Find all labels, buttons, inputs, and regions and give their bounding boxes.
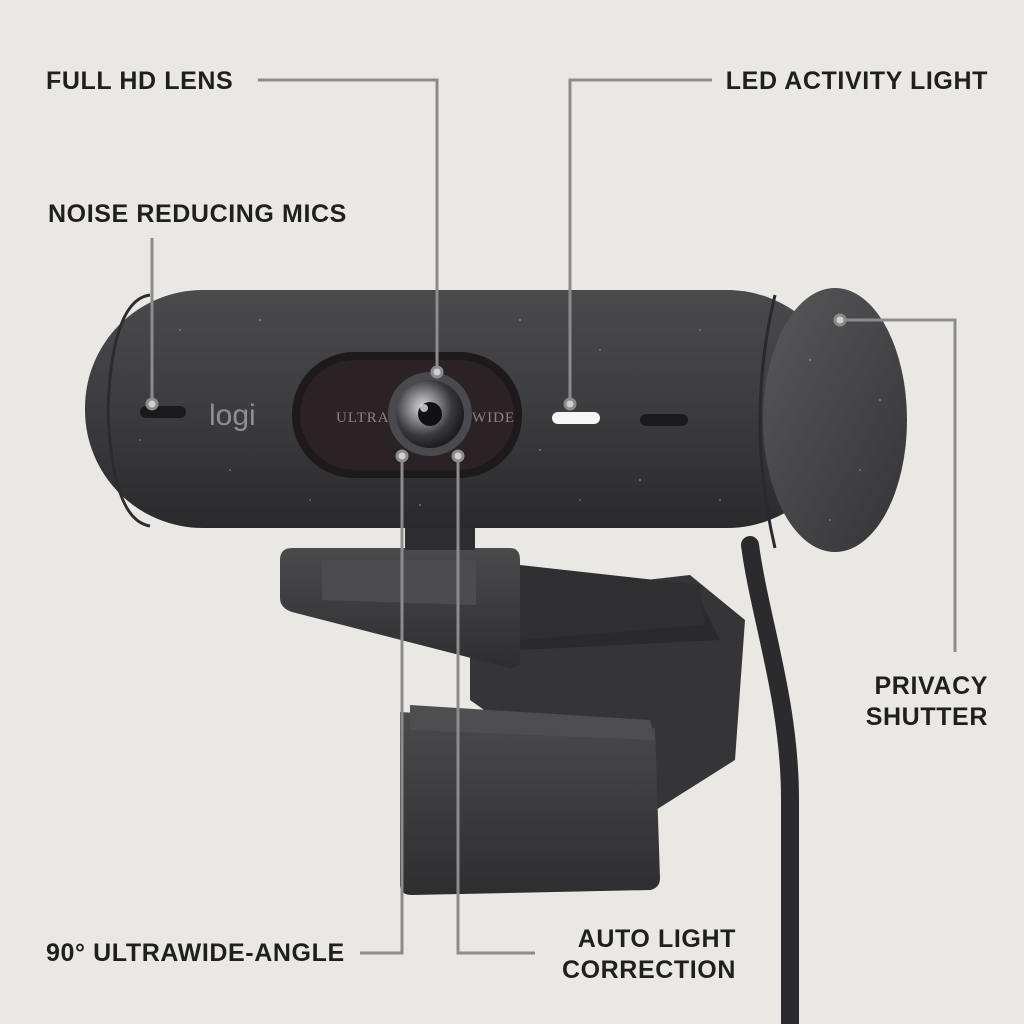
privacy-shutter-cap bbox=[763, 288, 907, 552]
leader-lines bbox=[145, 78, 957, 955]
usb-cable bbox=[741, 536, 799, 1024]
leader-ultrawide bbox=[360, 456, 404, 955]
callout-privacy-shutter-line1: PRIVACY bbox=[874, 672, 988, 700]
callout-privacy-shutter: PRIVACY SHUTTER bbox=[866, 671, 988, 733]
callout-auto-light-line2: CORRECTION bbox=[561, 956, 736, 984]
callout-privacy-shutter-line2: SHUTTER bbox=[865, 703, 988, 731]
mounting-clip bbox=[280, 548, 745, 895]
right-mic-slot bbox=[640, 414, 688, 426]
logi-logo: logi bbox=[209, 399, 256, 432]
callout-full-hd-lens: FULL HD LENS bbox=[46, 67, 234, 95]
lens-text-ultra: ULTRA bbox=[336, 410, 390, 426]
leader-full-hd-lens bbox=[258, 78, 439, 372]
speckle-texture bbox=[139, 318, 882, 521]
callout-led-activity-light: LED ACTIVITY LIGHT bbox=[725, 67, 988, 95]
callout-auto-light-line1: AUTO LIGHT bbox=[577, 925, 736, 953]
lens-text-wide: WIDE bbox=[472, 410, 515, 426]
callout-auto-light-correction: AUTO LIGHT CORRECTION bbox=[562, 924, 736, 986]
leader-auto-light bbox=[456, 456, 535, 955]
leader-led-light bbox=[568, 78, 712, 404]
camera-body bbox=[85, 288, 907, 552]
callout-ultrawide-angle: 90° ULTRAWIDE-ANGLE bbox=[46, 939, 345, 967]
led-light bbox=[552, 412, 600, 424]
callout-noise-reducing-mics: NOISE REDUCING MICS bbox=[48, 200, 347, 228]
leader-privacy-shutter bbox=[840, 318, 957, 652]
